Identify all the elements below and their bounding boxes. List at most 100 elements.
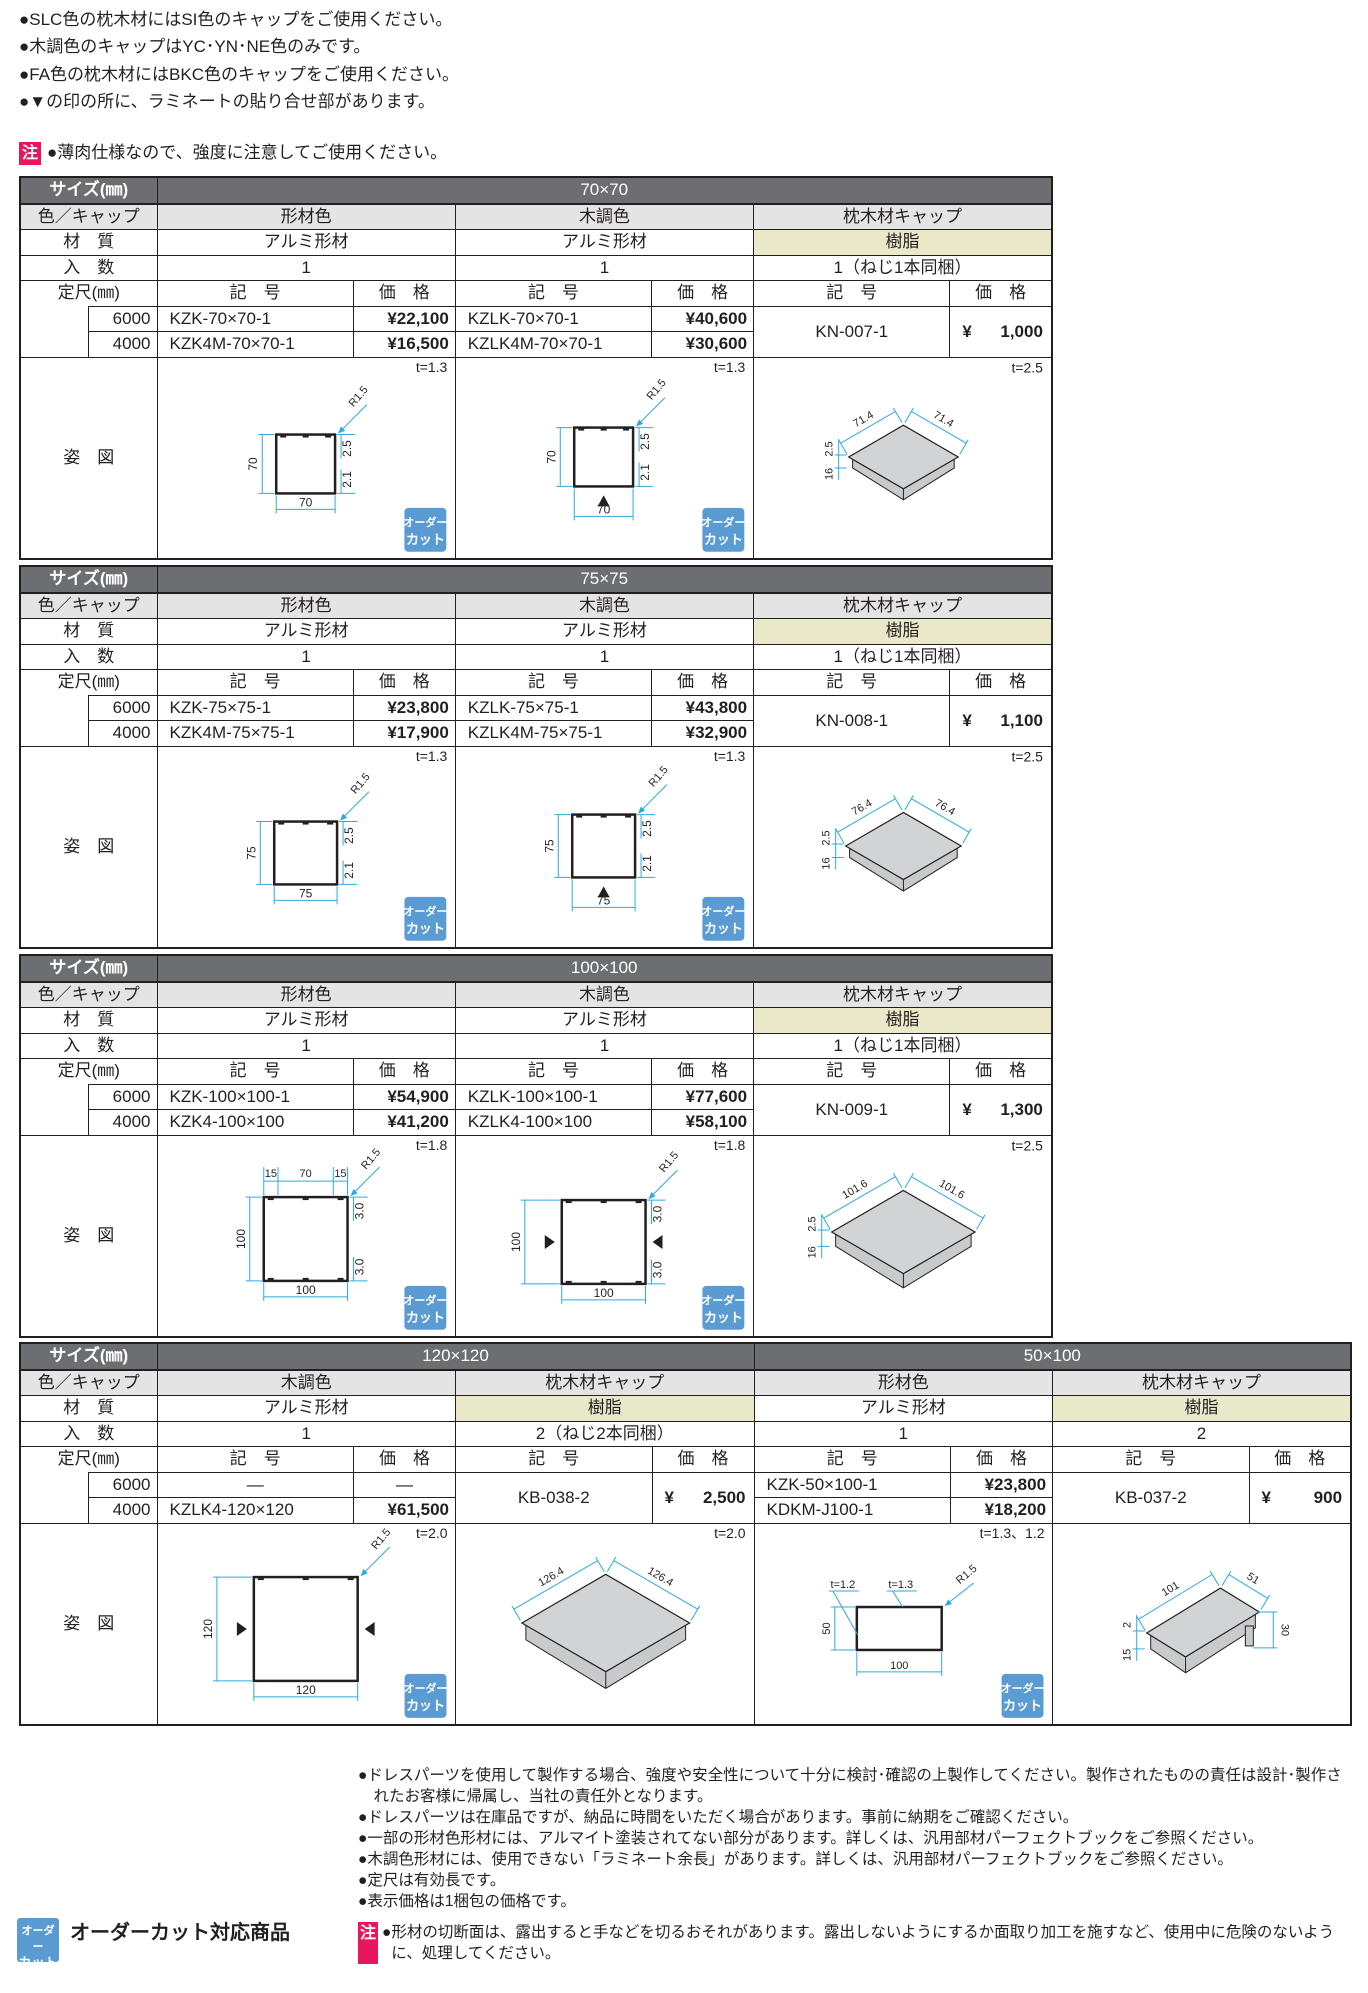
dimension-line	[513, 1559, 598, 1610]
profile-section	[855, 1605, 943, 1651]
arrow-head	[635, 419, 643, 427]
price-header: 価 格	[1248, 1446, 1352, 1473]
thickness-label: t=2.0	[714, 1525, 746, 1541]
blank-cell	[19, 695, 89, 746]
dimension-line	[690, 1604, 701, 1621]
dimension-line	[511, 1604, 521, 1621]
figure-label: 姿 図	[19, 1134, 158, 1337]
badge-line-1: オーダー	[21, 1925, 55, 1953]
cap-isometric-drawing	[844, 811, 963, 892]
dimension-label: 101.6	[937, 1177, 967, 1201]
quantity-label: 入 数	[19, 1420, 158, 1447]
dimension-line	[606, 1556, 617, 1572]
note-top-4: ●▼の印の所に、ラミネートの貼り合せ部があります。	[19, 92, 435, 111]
order-cut-legend: オーダーカット対応商品	[70, 1922, 290, 1944]
badge-line-1: オーダー	[701, 1292, 745, 1306]
product-price: ¥43,800	[651, 694, 755, 721]
badge-line-2: カット	[704, 531, 743, 546]
dimension-label: 2.1	[640, 854, 654, 871]
dimension-label: t=1.3	[888, 1579, 913, 1591]
caution-bottom-text: ●形材の切断面は、露出すると手などを切るおそれがあります。露出しないようにするか…	[382, 1924, 1335, 1962]
product-code: KZK4-100×100	[156, 1109, 354, 1136]
color-label: 色／キャップ	[19, 981, 158, 1008]
price-header: 価 格	[950, 1446, 1054, 1473]
dimension-line	[638, 783, 668, 813]
profile-section	[572, 425, 635, 488]
quantity-label: 入 数	[19, 1032, 158, 1059]
dimension-label: R1.5	[657, 1149, 681, 1174]
product-code: KZK4M-70×70-1	[156, 331, 354, 358]
price-header: 価 格	[949, 669, 1053, 696]
material-value: アルミ形材	[156, 229, 456, 256]
dimension-label: 15	[334, 1168, 346, 1180]
quantity-value: 2（ねじ2本同梱）	[455, 1420, 755, 1447]
quantity-value: 1	[753, 1420, 1054, 1447]
color-value: 枕木材キャップ	[455, 1369, 755, 1396]
material-value: アルミ形材	[156, 1395, 456, 1422]
badge-line-1: オーダー	[701, 514, 745, 528]
order-cut-badge-icon: オーダーカット	[403, 1673, 447, 1718]
dimension-label: R1.5	[359, 1146, 383, 1171]
dimension-line	[360, 1546, 390, 1575]
dimension-line	[962, 828, 972, 844]
color-value: 形材色	[753, 1369, 1054, 1396]
price-header: 価 格	[651, 1058, 755, 1085]
code-header: 記 号	[156, 1446, 354, 1473]
caution-mark: 注	[19, 142, 41, 165]
arrow-head	[337, 426, 345, 434]
arrow-head	[637, 806, 645, 814]
dimension-label: 30	[1278, 1623, 1290, 1635]
caution-mark-bottom: 注	[358, 1922, 378, 1964]
laminate-joint-mark-icon	[652, 1234, 663, 1249]
material-value: アルミ形材	[156, 618, 456, 645]
badge-line-1: オーダー	[403, 903, 447, 917]
material-value: 樹脂	[455, 1395, 755, 1422]
dimension-label: 2.5	[824, 441, 836, 456]
cap-price: ¥ 1,000	[949, 305, 1053, 358]
dimension-line	[944, 1582, 974, 1605]
dimension-line	[831, 1590, 858, 1635]
product-price: ¥77,600	[651, 1083, 755, 1110]
dimension-label: 100	[295, 1282, 315, 1296]
length-label: 定尺(㎜)	[19, 669, 158, 695]
cap-code: KN-009-1	[753, 1083, 951, 1136]
quantity-value: 2	[1052, 1420, 1352, 1447]
dimension-line	[1228, 1573, 1268, 1599]
quantity-value: 1	[454, 643, 755, 670]
size-value: 50×100	[753, 1342, 1352, 1371]
material-row: 材 質アルミ形材アルミ形材樹脂	[19, 229, 1053, 256]
dimension-label: 100	[509, 1231, 523, 1251]
arrow-head	[339, 813, 347, 821]
dimension-label: 71.4	[851, 409, 875, 430]
price-header: 価 格	[949, 1058, 1053, 1085]
color-value: 枕木材キャップ	[753, 203, 1053, 230]
size-row: サイズ(㎜)100×100	[19, 954, 1053, 983]
material-label: 材 質	[19, 1395, 158, 1422]
thickness-label: t=1.3	[714, 748, 746, 764]
length-value: 6000	[87, 694, 158, 721]
product-price: ¥22,100	[352, 305, 456, 332]
dimension-line	[338, 403, 367, 433]
dimension-label: R1.5	[348, 770, 372, 795]
color-value: 形材色	[156, 981, 456, 1008]
laminate-joint-mark-icon	[236, 1621, 247, 1636]
dimension-label: 120	[200, 1618, 214, 1638]
dimension-line	[1209, 1570, 1220, 1586]
dimension-line	[911, 1175, 984, 1219]
thickness-label: t=2.0	[416, 1525, 448, 1541]
code-header: 記 号	[753, 669, 951, 696]
product-price: ¥32,900	[651, 720, 755, 747]
badge-line-1: オーダー	[403, 1292, 447, 1306]
length-label: 定尺(㎜)	[19, 280, 158, 306]
badge-line-1: オーダー	[403, 514, 447, 528]
badge-line-2: カット	[405, 920, 444, 935]
product-price: ¥41,200	[352, 1109, 456, 1136]
